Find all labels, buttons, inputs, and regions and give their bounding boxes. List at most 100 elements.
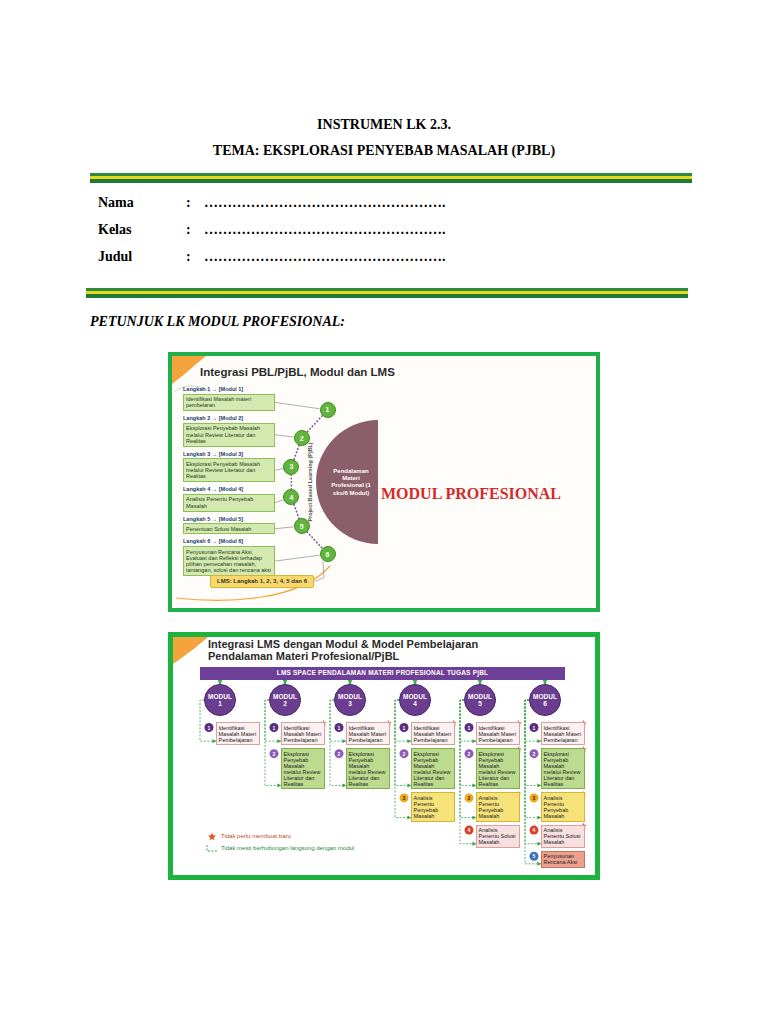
step-box: Eksplorasi Penyebab Masalah melalui Revi… [346,748,390,789]
node-text: MODUL 2 [272,693,298,707]
step-icon [530,723,539,732]
node-text: MODUL 3 [337,693,363,707]
field-colon: : [186,249,191,265]
step-box: Identifikasi Masalah Materi Pembelajaran [346,722,390,745]
node-text: Eksplorasi Penyebab Masalah melalui Revi… [284,751,323,787]
step-icon [465,723,474,732]
node-text: Pendalaman Materi Profesional (1 sks/6 M… [328,468,374,497]
node-text: Eksplorasi Penyebab Masalah melalui Revi… [479,751,518,787]
node-text: 6 [326,551,330,558]
node-text: Identifikasi Masalah Materi Pembelajaran [219,725,258,743]
header-bar [86,288,688,291]
step-heading: Langkah 4 → [Modul 4] [183,486,275,493]
connector [307,532,322,548]
step-box: Eksplorasi Penyebab Masalah melalui Revi… [476,748,520,789]
step-number: 3 [403,795,406,800]
step-icon [205,723,214,732]
image-ground [173,637,595,875]
step-number: 5 [533,854,536,859]
node-text: 4 [289,494,293,501]
module-circle: MODUL 4 [399,684,431,716]
step-number: 3 [533,795,536,800]
corner-shape [173,637,208,664]
node-text: LMS: Langkah 1, 2, 3, 4, 5 dan 6 [217,578,307,585]
step-icon [530,749,539,758]
step-icon [335,723,344,732]
step-heading: Langkah 2 → [Modul 2] [183,415,275,422]
semicircle-panel: Pendalaman Materi Profesional (1 sks/6 M… [316,420,378,544]
step-box: Analisis Penentu Solusi Masalah [541,825,585,848]
node-text: Analisis Penentu Penyebab Masalah [414,795,453,819]
step-number: 3 [468,795,471,800]
step-box: Analisis Penentu Penyebab Masalah [541,792,585,821]
page-subtitle: TEMA: EKSPLORASI PENYEBAB MASALAH (PJBL) [213,143,555,159]
node-text: Analisis Penentu Solusi Masalah [479,827,518,845]
step-box: Identifikasi Masalah Materi Pembelajaran [476,722,520,745]
node-text: Analisis Penentu Penyebab Masalah [479,795,518,819]
connector [275,402,320,408]
connector [525,700,541,864]
step-icon [530,826,539,835]
module-circle: MODUL 6 [529,684,561,716]
node-text: MODUL 6 [532,693,558,707]
node-text: Identifikasi Masalah Materi Pembelajaran [349,725,388,743]
legend-text: Tidak mesti berhubungan langsung dengan … [221,845,354,852]
step-circle: 3 [283,459,299,475]
field-colon: : [186,222,191,238]
step-number: 2 [338,751,341,756]
node-text: 3 [289,463,293,470]
step-heading: Langkah 6 → [Modul 6] [183,538,275,545]
step-number: 2 [403,751,406,756]
step-number: 1 [338,725,341,730]
image-title: Integrasi PBL/PjBL, Modul dan LMS [200,366,580,379]
image-ground [172,356,596,608]
legend-item: Tidak mesti berhubungan langsung dengan … [206,844,354,853]
semicircle-fill [316,420,378,544]
step-box: Langkah 4 → [Modul 4]Analisis Penentu Pe… [183,486,275,511]
step-box: Analisis Penentu Penyebab Masalah [411,792,455,821]
step-number: 1 [208,725,211,730]
connector [460,700,476,844]
node-text: Eksplorasi Penyebab Masalah melalui Revi… [349,751,388,787]
step-box: Langkah 1 → [Modul 1]Identifikasi Masala… [183,386,275,411]
legend-bracket [206,844,218,853]
node-text: 5 [300,523,304,530]
header-bar [90,179,692,183]
node-text: Identifikasi Masalah Materi Pembelajaran [284,725,323,743]
field-blank: ……………………………………………. [204,249,446,265]
node-text: Analisis Penentu Solusi Masalah [544,827,583,845]
step-box: Identifikasi Masalah Materi Pembelajaran [281,722,325,745]
connector [275,468,284,470]
field-blank: ……………………………………………. [204,195,446,211]
step-box: Analisis Penentu Solusi Masalah [476,825,520,848]
step-box: Eksplorasi Penyebab Masalah melalui Revi… [541,748,585,789]
step-heading: Langkah 3 → [Modul 3] [183,451,275,458]
node-text: Eksplorasi Penyebab Masalah melalui Revi… [414,751,453,787]
step-box: Langkah 5 → [Modul 5]Penentuan Solusi Ma… [183,516,275,535]
step-box: Langkah 3 → [Modul 3]Eksplorasi Penyebab… [183,451,275,483]
connector [314,561,324,582]
step-number: 1 [533,725,536,730]
page-title: INSTRUMEN LK 2.3. [317,117,451,133]
lms-box: LMS: Langkah 1, 2, 3, 4, 5 dan 6 [210,575,314,588]
field-name: Nama [98,195,134,211]
connector [307,416,322,432]
step-number: 1 [403,725,406,730]
step-box: Penyusunan Rencana Aksi [541,851,585,868]
lms-bar: LMS SPACE PENDALAMAN MATERI PROFESIONAL … [200,667,565,680]
step-text: Eksplorasi Penyebab Masalah melalui Revi… [183,423,275,447]
step-text: Eksplorasi Penyebab Masalah melalui Revi… [183,458,275,482]
legend-text: Tidak perlu membuat baru [221,833,291,840]
field-name: Kelas [98,222,131,238]
step-text: Penentuan Solusi Masalah [183,523,275,534]
connector [294,505,299,519]
step-icon [465,749,474,758]
step-number: 1 [273,725,276,730]
step-text: Analisis Penentu Penyebab Masalah [183,494,275,512]
step-box: Eksplorasi Penyebab Masalah melalui Revi… [281,748,325,789]
node-text: Identifikasi Masalah Materi Pembelajaran [544,725,583,743]
module-circle: MODUL 1 [204,684,236,716]
node-text: 1 [326,406,330,413]
step-icon [530,852,539,861]
step-box: Eksplorasi Penyebab Masalah melalui Revi… [411,748,455,789]
